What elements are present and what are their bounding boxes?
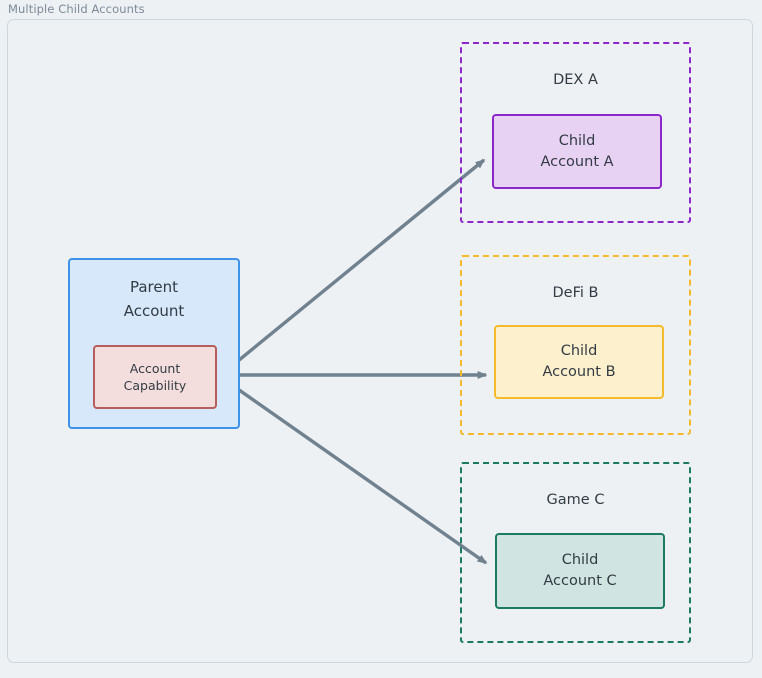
account-capability-label-line2: Capability (123, 378, 187, 393)
parent-account-title-line1: Parent (129, 278, 178, 296)
parent-account-title: Parent Account (124, 275, 185, 323)
account-capability-label-line1: Account (129, 361, 181, 376)
node-child-account-c[interactable]: Child Account C (495, 533, 665, 609)
group-defi-b-label: DeFi B (552, 285, 599, 301)
group-game-c[interactable]: Game C (460, 462, 691, 643)
node-child-account-a[interactable]: Child Account A (492, 114, 662, 189)
child-account-a-line1: Child (558, 132, 596, 149)
parent-account-title-line2: Account (123, 302, 185, 320)
group-game-c-label: Game C (546, 492, 605, 508)
child-account-b-line2: Account B (542, 364, 616, 380)
child-account-a-line2: Account A (540, 153, 614, 170)
child-account-c-line2: Account C (543, 573, 617, 589)
node-account-capability[interactable]: Account Capability (93, 345, 217, 409)
child-account-c-line1: Child (561, 552, 599, 568)
group-dex-a-label: DEX A (553, 72, 598, 88)
diagram-caption: Multiple Child Accounts (8, 2, 145, 16)
group-defi-b[interactable]: DeFi B (460, 255, 691, 435)
child-account-b-line1: Child (560, 343, 598, 359)
node-child-account-b[interactable]: Child Account B (494, 325, 664, 399)
group-dex-a[interactable]: DEX A (460, 42, 691, 223)
